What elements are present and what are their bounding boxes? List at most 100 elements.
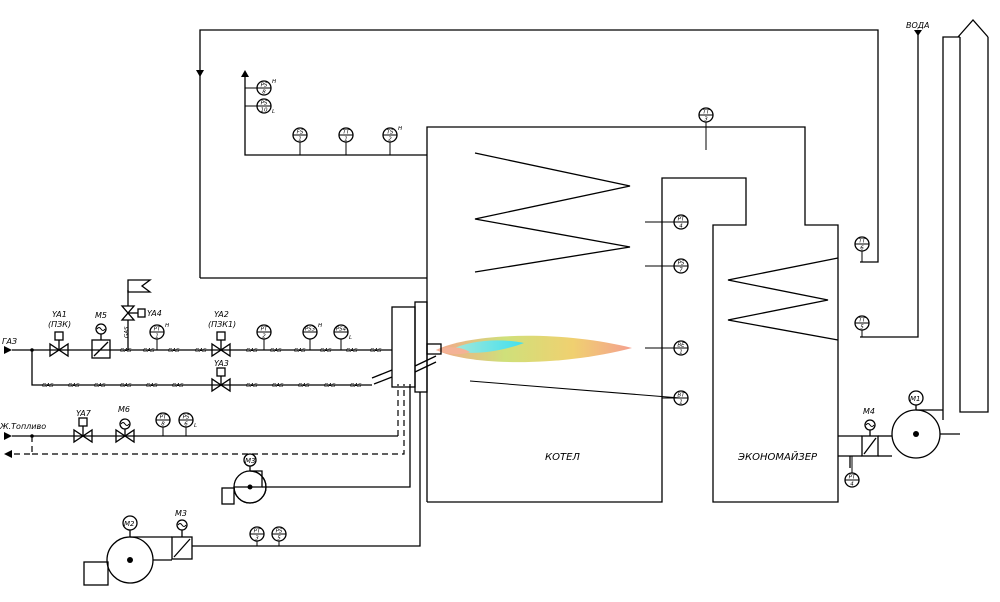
svg-text:GAS: GAS [172, 383, 184, 389]
valve-ya3[interactable]: YA3 [211, 359, 231, 393]
ps6-mark: L [194, 423, 197, 429]
ts2-tag-bottom: 2 [388, 137, 392, 143]
pt3-tag-bottom: 3 [255, 536, 259, 542]
m4-tag: M4 [863, 407, 875, 416]
ps8-tag-bottom: 8 [262, 90, 266, 96]
svg-text:GAS: GAS [270, 348, 282, 354]
fan-m1[interactable]: M1 [891, 390, 960, 459]
instrument-tt6[interactable]: TT6 [854, 236, 870, 262]
ps7-tag-bottom: 7 [679, 268, 683, 274]
fs1-tag-bottom: 1 [298, 137, 302, 143]
fan-m3[interactable]: M3 [221, 453, 267, 505]
svg-text:GAS: GAS [195, 348, 207, 354]
valve-ya4[interactable]: YA4 [120, 279, 162, 350]
motor-m5-damper[interactable]: M5 [91, 311, 111, 359]
svg-text:GAS: GAS [320, 348, 332, 354]
boiler: КОТЕЛ [426, 126, 839, 503]
tt1-tag-top: TT [343, 130, 350, 136]
motor-m4-damper[interactable]: M4 [861, 407, 879, 457]
tt1-tag-bottom: 1 [344, 137, 348, 143]
economizer-label: ЭКОНОМАЙЗЕР [737, 450, 818, 463]
instrument-tt1[interactable]: TT1 [338, 127, 354, 155]
ps5-tag-bottom: 5 [277, 536, 281, 542]
ps10-tag-bottom: 10 [261, 108, 268, 114]
valve-ya1[interactable]: YA1 (ПЗК) [48, 310, 71, 358]
valve-ya7[interactable]: YA7 [73, 409, 93, 444]
economizer-coil [727, 257, 839, 341]
pt4-tag-top: PT [678, 217, 685, 223]
instrument-ps7[interactable]: PS7 [645, 258, 689, 274]
tt6-tag-bottom: 6 [860, 246, 864, 252]
instrument-pt3[interactable]: PT3 [249, 526, 265, 546]
m1-tag: M1 [910, 395, 921, 403]
burner-flame [436, 335, 632, 363]
m6-tag: M6 [118, 405, 130, 414]
ya2-tag: YA2 [214, 310, 229, 319]
ps4-tag-top: PS4 [336, 327, 347, 333]
ps5-tag-top: PS [276, 529, 283, 535]
tt3-tag-bottom: 3 [704, 117, 708, 123]
m2-tag: M2 [124, 520, 135, 528]
svg-text:GAS: GAS [350, 383, 362, 389]
gas-label: ГАЗ [2, 337, 17, 346]
ya7-tag: YA7 [76, 409, 92, 418]
tt6-tag-top: TT [859, 239, 866, 245]
instrument-pt8[interactable]: PT8 [155, 412, 171, 436]
ts2-mark: H [398, 126, 402, 132]
m3b-tag: M3 [175, 509, 187, 518]
pt1-tag-top: PT [154, 327, 161, 333]
pt4-tag-bottom: 4 [679, 224, 683, 230]
boiler-heat-exchanger [474, 152, 631, 273]
motor-m3-damper[interactable]: M3 [171, 509, 193, 560]
svg-text:GAS: GAS [346, 348, 358, 354]
pt3-tag-top: PT [254, 529, 261, 535]
svg-text:GAS: GAS [168, 348, 180, 354]
instrument-tt3[interactable]: TT3 [698, 107, 714, 150]
gas-line-markers: GAS GAS GAS GAS GAS GAS GAS GAS GAS GAS … [42, 326, 382, 389]
fan-m2[interactable]: M2 [83, 515, 172, 586]
pt4b-tag-bottom: 4 [850, 482, 854, 488]
svg-text:GAS: GAS [272, 383, 284, 389]
instrument-fs1[interactable]: FS1 [292, 127, 308, 155]
pt8-tag-bottom: 8 [161, 422, 165, 428]
svg-text:GAS: GAS [146, 383, 158, 389]
tt5-tag-bottom: 5 [860, 325, 864, 331]
instrument-pt4b[interactable]: PT4 [844, 456, 860, 488]
be1-tag-bottom: 1 [679, 350, 683, 356]
ya2-sub: (ПЗК1) [208, 320, 236, 329]
pt4b-tag-top: PT [849, 475, 856, 481]
ya3-tag: YA3 [214, 359, 229, 368]
instrument-be1[interactable]: BE1 [645, 340, 689, 356]
valve-ya2[interactable]: YA2 (ПЗК1) [208, 310, 236, 358]
instrument-tt5[interactable]: TT5 [854, 315, 870, 337]
svg-text:GAS: GAS [298, 383, 310, 389]
svg-text:GAS: GAS [120, 383, 132, 389]
ps6-tag-bottom: 6 [184, 422, 188, 428]
ps3-tag-top: PS3 [305, 327, 316, 333]
instrument-ps5[interactable]: PS5 [271, 526, 287, 546]
pt1-tag-bottom: 1 [155, 334, 159, 340]
m3a-tag: M3 [245, 457, 256, 465]
ps10-tag-top: PS [261, 101, 268, 107]
bt1-tag-top: BT [677, 393, 685, 399]
ya4-tag: YA4 [147, 309, 162, 318]
ps8-tag-top: PS [261, 83, 268, 89]
pt2-tag-top: PT [261, 327, 268, 333]
svg-text:GAS: GAS [246, 348, 258, 354]
m5-tag: M5 [95, 311, 107, 320]
instrument-bt1[interactable]: BT1 [662, 390, 689, 406]
valve-m6[interactable]: M6 [115, 405, 135, 444]
ps6-tag-top: PS [183, 415, 190, 421]
instrument-pt4[interactable]: PT4 [645, 214, 689, 230]
water-label: ВОДА [906, 21, 930, 30]
ps10-mark: L [272, 109, 275, 115]
instrument-pt2[interactable]: PT2 [256, 324, 272, 350]
